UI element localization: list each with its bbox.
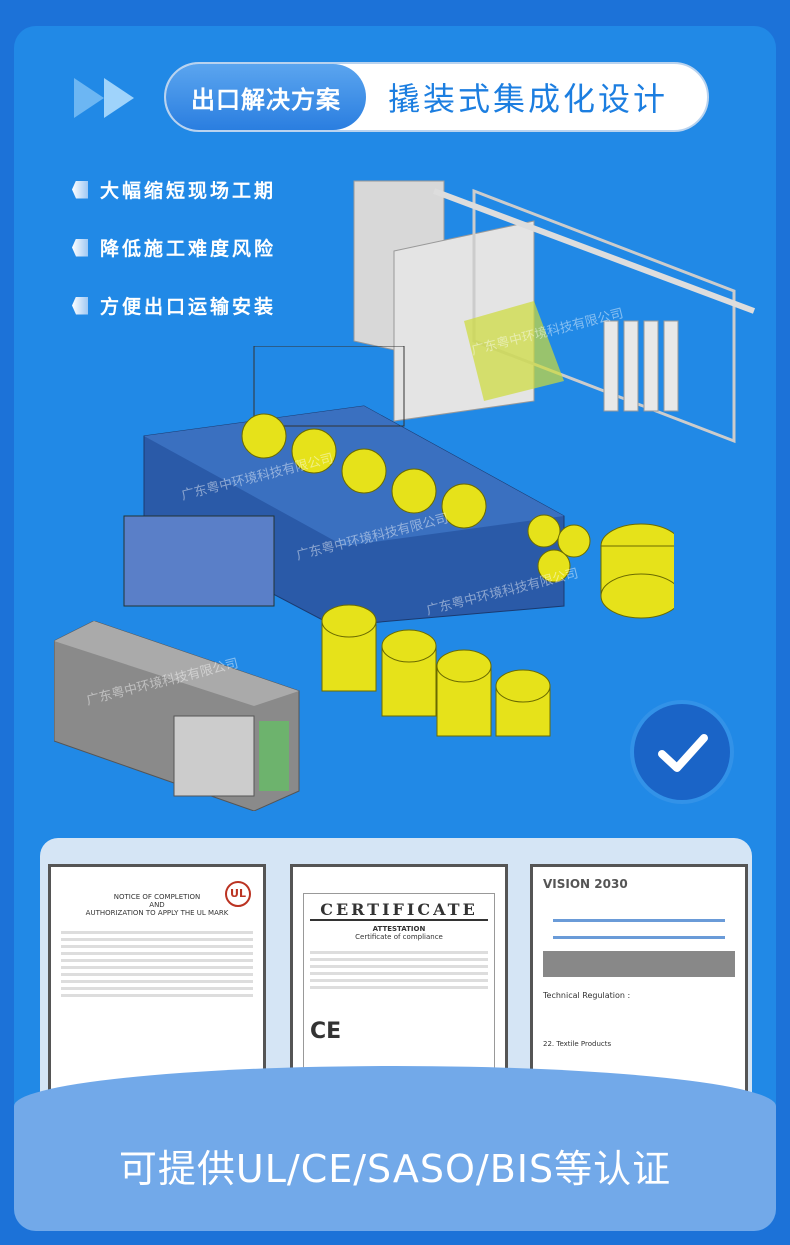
cert-subtitle: Certificate of compliance [355,933,443,941]
slogan: 可提供UL/CE/SASO/BIS等认证 [118,1147,672,1191]
bottom-banner [14,1066,776,1231]
bullet-icon [72,180,88,199]
double-arrow-icon [74,78,134,118]
cert-title: AND [149,901,165,909]
cert-title: AUTHORIZATION TO APPLY THE UL MARK [85,909,229,917]
feature-item: 降低施工难度风险 [72,234,276,261]
tag-label: 出口解决方案 [166,64,366,130]
skid-equipment-illustration [353,180,756,444]
checkmark-icon [634,704,730,800]
feature-text: 降低施工难度风险 [100,238,277,260]
container-illustration [54,621,300,811]
cert-subtitle: ATTESTATION [372,925,426,933]
promo-panel: 出口解决方案 撬装式集成化设计 大幅缩短现场工期 降低施工难度风险 方便出口运输… [14,26,776,1231]
cert-item: 22. Textile Products [543,1040,612,1048]
cert-title: NOTICE OF COMPLETION [113,893,201,901]
cert-title: CERTIFICATE [310,900,488,921]
ce-mark: CE [310,1019,342,1044]
ul-logo: UL [225,881,251,907]
bullet-icon [72,238,88,257]
feature-text: 大幅缩短现场工期 [100,180,277,202]
vision-2030-logo: VISION 2030 [543,877,628,891]
bullet-icon [72,296,88,315]
title-pill: 出口解决方案 撬装式集成化设计 [164,62,709,132]
cert-section: Technical Regulation : [543,991,631,1000]
feature-item: 大幅缩短现场工期 [72,176,276,203]
feature-item: 方便出口运输安装 [72,292,276,319]
page-title: 撬装式集成化设计 [388,80,669,118]
treatment-plant-illustration [123,346,674,737]
saso-certificate: VISION 2030 Technical Regulation : 22. T… [530,864,748,1114]
feature-text: 方便出口运输安装 [100,296,277,318]
